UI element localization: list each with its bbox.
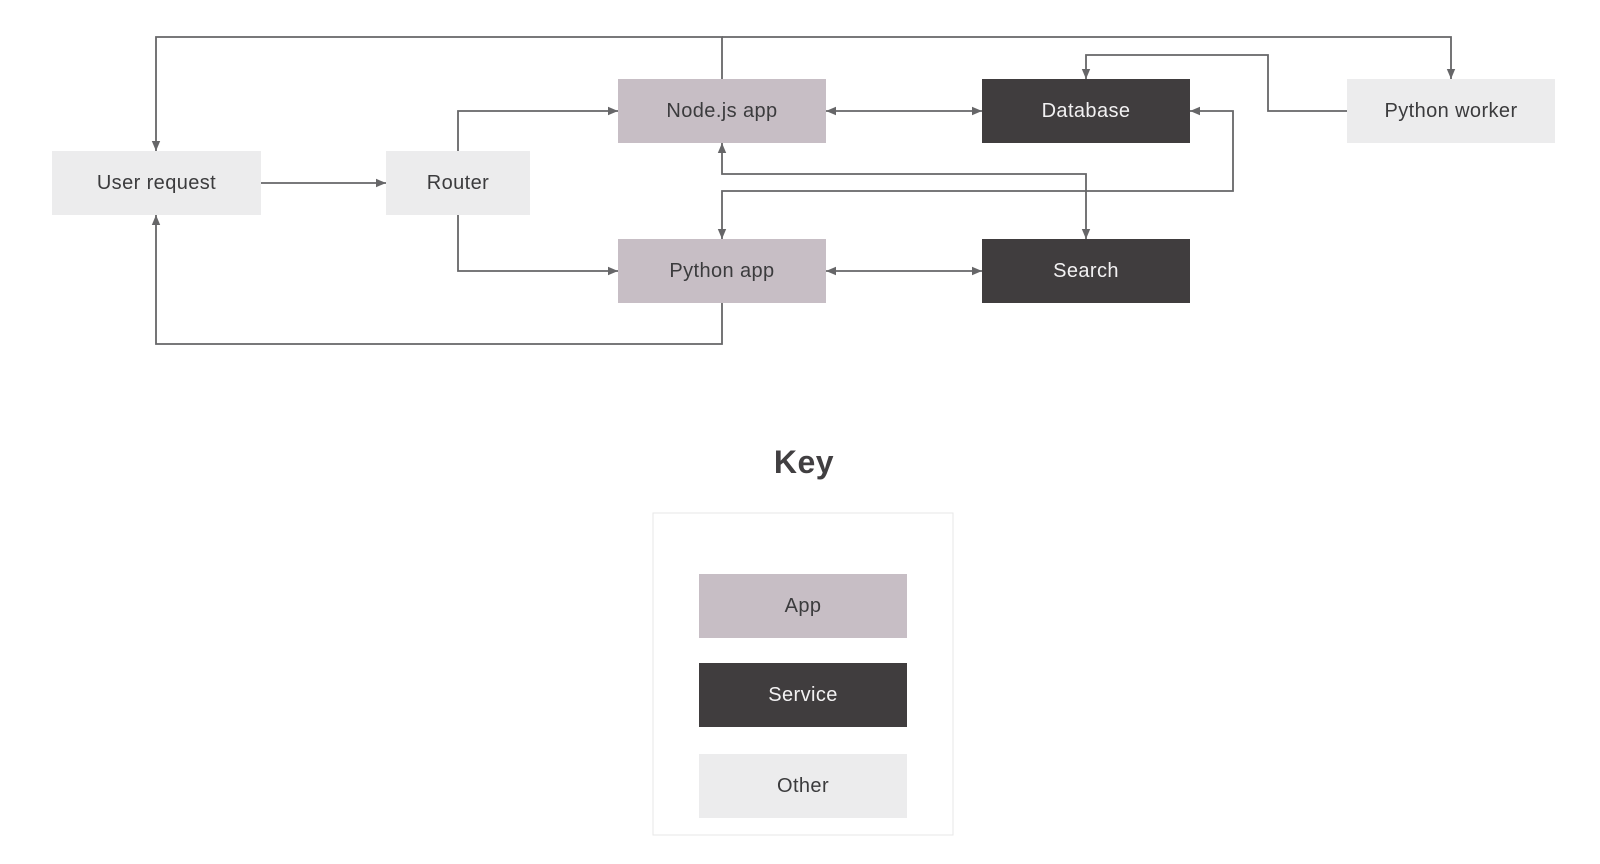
edge-nodejs-app-to-user-request-arrowhead-end: [151, 141, 161, 151]
edge-router-to-python-app: [457, 215, 618, 272]
edge-python-worker-to-database-arrowhead-end: [1081, 69, 1091, 79]
node-search-box: [982, 239, 1190, 303]
node-python-app: Python app: [618, 239, 826, 303]
node-router: Router: [386, 151, 530, 215]
key-item-key-other-label: Other: [777, 775, 829, 797]
node-python-app-label: Python app: [669, 260, 774, 282]
key-title: Key: [774, 444, 834, 480]
edge-nodejs-app-search-arrowhead-end: [1081, 229, 1091, 239]
edge-database-python-app-arrowhead-start: [1190, 106, 1200, 116]
edge-python-app-to-user-request: [155, 215, 723, 345]
node-database-box: [982, 79, 1190, 143]
edge-python-app-search-arrowhead-end: [972, 266, 982, 276]
node-router-box: [386, 151, 530, 215]
node-user-request-box: [52, 151, 261, 215]
node-python-worker-box: [1347, 79, 1555, 143]
node-python-app-box: [618, 239, 826, 303]
node-user-request: User request: [52, 151, 261, 215]
node-nodejs-app-label: Node.js app: [666, 100, 777, 122]
edge-router-to-python-app-arrowhead-end: [608, 266, 618, 276]
node-nodejs-app: Node.js app: [618, 79, 826, 143]
edge-nodejs-app-database-arrowhead-start: [826, 106, 836, 116]
edge-router-to-nodejs-app-arrowhead-end: [608, 106, 618, 116]
key-item-key-service: Service: [699, 663, 907, 727]
edge-nodejs-app-database-arrowhead-end: [972, 106, 982, 116]
edge-router-to-nodejs-app: [457, 110, 618, 151]
key-item-key-app: App: [699, 574, 907, 638]
edge-user-request-to-router-arrowhead-end: [376, 178, 386, 188]
node-python-worker: Python worker: [1347, 79, 1555, 143]
key-item-key-app-box: [699, 574, 907, 638]
edge-python-worker-to-database: [1085, 54, 1347, 112]
node-user-request-label: User request: [97, 172, 216, 194]
edge-nodejs-app-to-python-worker-arrowhead-end: [1446, 69, 1456, 79]
edge-python-app-search-arrowhead-start: [826, 266, 836, 276]
key-item-key-other-box: [699, 754, 907, 818]
edge-database-python-app-arrowhead-end: [717, 229, 727, 239]
key-item-key-service-box: [699, 663, 907, 727]
node-router-label: Router: [427, 172, 489, 194]
node-python-worker-label: Python worker: [1384, 100, 1517, 122]
key-item-key-other: Other: [699, 754, 907, 818]
edge-database-python-app: [721, 110, 1234, 239]
node-database: Database: [982, 79, 1190, 143]
node-search-label: Search: [1053, 260, 1119, 282]
edge-nodejs-app-search: [721, 143, 1087, 239]
node-nodejs-app-box: [618, 79, 826, 143]
key-item-key-service-label: Service: [768, 684, 838, 706]
edge-nodejs-app-to-python-worker: [722, 36, 1452, 79]
key-item-key-app-label: App: [785, 595, 822, 617]
edge-python-app-to-user-request-arrowhead-end: [151, 215, 161, 225]
node-database-label: Database: [1042, 100, 1131, 122]
edge-nodejs-app-to-user-request: [155, 36, 723, 151]
node-search: Search: [982, 239, 1190, 303]
edge-nodejs-app-search-arrowhead-start: [717, 143, 727, 153]
